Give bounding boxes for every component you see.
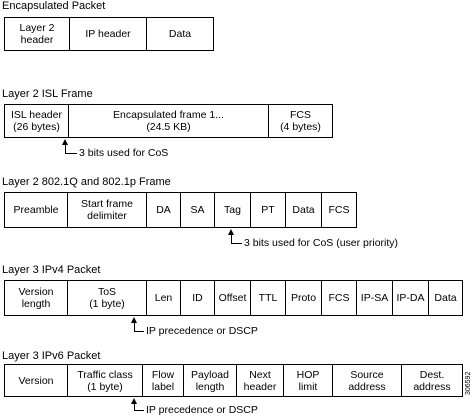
cell-label: ISL header (26 bytes) — [11, 109, 62, 133]
ipv6-hop-limit-cell: HOP limit — [283, 364, 333, 397]
ipv4-ip-da-cell: IP-DA — [392, 280, 429, 316]
ipv4-len-cell: Len — [146, 280, 181, 316]
ipv6-dscp-arrow-stem — [134, 403, 135, 410]
cell-label: Traffic class (1 byte) — [77, 368, 133, 393]
ipv6-flow-label-cell: Flow label — [142, 364, 184, 397]
ipv4-data-cell: Data — [428, 280, 463, 316]
ipv4-packet-title: Layer 3 IPv4 Packet — [2, 264, 101, 276]
cell-label: TTL — [258, 292, 278, 304]
da-cell: DA — [146, 192, 181, 228]
dot1q-cos-arrow-head — [228, 229, 234, 235]
ipv4-dscp-arrow-leader — [134, 331, 144, 332]
cell-label: Data — [168, 28, 192, 40]
cell-label: Offset — [218, 292, 247, 304]
ipv6-dscp-note: IP precedence or DSCP — [146, 404, 258, 416]
cell-label: Flow label — [151, 368, 175, 393]
cell-label: DA — [156, 204, 171, 216]
ipv4-dscp-arrow-head — [131, 317, 137, 323]
cell-label: ID — [192, 292, 203, 304]
cell-label: Preamble — [13, 204, 59, 216]
cell-label: PT — [261, 204, 275, 216]
isl-header-cell: ISL header (26 bytes) — [4, 104, 69, 138]
dot1q-frame-title: Layer 2 802.1Q and 802.1p Frame — [2, 176, 171, 188]
isl-cos-arrow-stem — [65, 144, 66, 153]
ipv4-ttl-cell: TTL — [250, 280, 286, 316]
cell-label: Dest. address — [413, 368, 451, 393]
dot1q-fcs-cell: FCS — [321, 192, 357, 228]
cell-label: Encapsulated frame 1... (24.5 KB) — [113, 109, 224, 133]
cell-label: Source address — [348, 368, 386, 393]
dot1q-data-cell: Data — [285, 192, 322, 228]
cell-label: ToS (1 byte) — [89, 286, 125, 310]
isl-cos-arrow-leader — [65, 153, 77, 154]
cell-label: Payload length — [191, 368, 229, 393]
ip-header-cell: IP header — [69, 17, 147, 51]
cell-label: Proto — [290, 292, 317, 304]
ipv4-dscp-note: IP precedence or DSCP — [146, 325, 258, 337]
ipv6-source-address-cell: Source address — [332, 364, 402, 397]
start-frame-delimiter-cell: Start frame delimiter — [67, 192, 147, 228]
pt-cell: PT — [250, 192, 286, 228]
ipv4-id-cell: ID — [180, 280, 215, 316]
ipv6-dscp-arrow-leader — [134, 410, 144, 411]
cell-label: Len — [154, 292, 173, 304]
dot1q-cos-arrow-stem — [231, 234, 232, 243]
ipv4-proto-cell: Proto — [285, 280, 322, 316]
cell-label: FCS — [328, 204, 350, 216]
ipv4-offset-cell: Offset — [214, 280, 251, 316]
cell-label: IP-DA — [396, 292, 425, 304]
ipv6-version-cell: Version — [4, 364, 68, 397]
ipv6-traffic-class-cell: Traffic class (1 byte) — [67, 364, 143, 397]
ipv4-ip-sa-cell: IP-SA — [356, 280, 393, 316]
cell-label: Version length — [18, 286, 54, 310]
cell-label: Data — [434, 292, 457, 304]
cell-label: Version — [18, 374, 54, 387]
sa-cell: SA — [180, 192, 215, 228]
ipv6-dscp-arrow-head — [131, 398, 137, 404]
preamble-cell: Preamble — [4, 192, 68, 228]
isl-cos-arrow-head — [62, 139, 68, 145]
cell-label: Layer 2 header — [19, 22, 55, 46]
ipv6-packet-title: Layer 3 IPv6 Packet — [2, 350, 101, 362]
cell-label: FCS (4 bytes) — [280, 109, 321, 133]
isl-fcs-cell: FCS (4 bytes) — [268, 104, 333, 138]
tag-cell: Tag — [214, 192, 251, 228]
dot1q-cos-note: 3 bits used for CoS (user priority) — [244, 237, 399, 249]
ipv4-tos-cell: ToS (1 byte) — [67, 280, 147, 316]
cell-label: IP header — [85, 28, 131, 40]
ipv6-next-header-cell: Next header — [236, 364, 284, 397]
ipv4-fcs-cell: FCS — [321, 280, 357, 316]
ipv6-payload-length-cell: Payload length — [183, 364, 237, 397]
ipv6-dest-address-cell: Dest. address — [401, 364, 463, 397]
isl-frame-title: Layer 2 ISL Frame — [2, 88, 93, 100]
cell-label: HOP limit — [296, 368, 320, 393]
dot1q-cos-arrow-leader — [231, 243, 242, 244]
cell-label: Data — [292, 204, 315, 216]
data-cell: Data — [146, 17, 214, 51]
encapsulated-packet-title: Encapsulated Packet — [2, 0, 106, 12]
figure-id: 306592 — [465, 371, 472, 395]
ipv4-dscp-arrow-stem — [134, 322, 135, 331]
ipv4-version-length-cell: Version length — [4, 280, 68, 316]
encapsulated-frame-cell: Encapsulated frame 1... (24.5 KB) — [68, 104, 269, 138]
cell-label: Next header — [243, 368, 277, 393]
cell-label: SA — [190, 204, 205, 216]
cell-label: Tag — [224, 204, 241, 216]
cell-label: Start frame delimiter — [81, 198, 133, 222]
cell-label: FCS — [328, 292, 350, 304]
cell-label: IP-SA — [360, 292, 389, 304]
layer2-header-cell: Layer 2 header — [4, 17, 70, 51]
isl-cos-note: 3 bits used for CoS — [79, 147, 169, 159]
